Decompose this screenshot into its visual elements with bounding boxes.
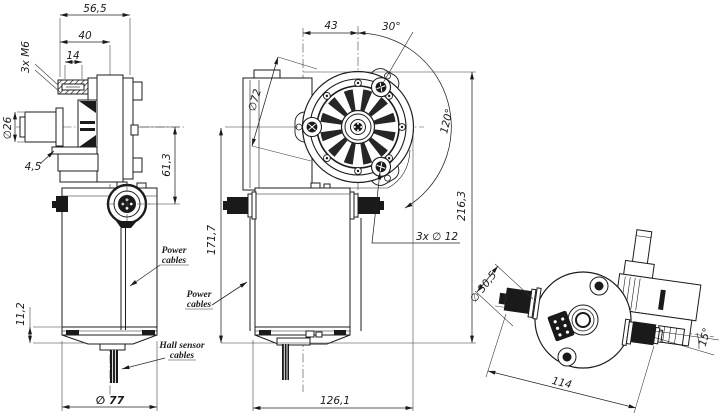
dim-axis-offset: 61,3: [161, 153, 173, 176]
brush-cap-bottom-right: [621, 318, 664, 347]
note-labels: Power cables Power cables Hall sensor ca…: [121, 246, 248, 370]
note-power-cables-side: Power cables: [129, 246, 189, 287]
note-text: Hall sensor: [158, 341, 204, 351]
brush-cap-right: [349, 191, 384, 220]
dim-plate-thickness: 4,5: [25, 161, 42, 173]
dim-overall-width-front: 126,1: [320, 395, 350, 407]
dim-overall-length: 114: [551, 375, 573, 391]
brush-cap-left: [223, 191, 257, 220]
note-text: cables: [162, 256, 187, 266]
front-view: [223, 26, 424, 392]
brush-cap-side: [56, 196, 68, 212]
dim-stud-length: 14: [66, 50, 79, 62]
hall-connector: [547, 310, 575, 342]
note-text: cables: [187, 300, 212, 310]
hall-cable-side: [110, 350, 118, 383]
dim-mounting-studs: 3x M6: [20, 41, 32, 73]
dim-flange-height: 11,2: [15, 302, 27, 326]
note-hall-sensor-cables: Hall sensor cables: [121, 341, 205, 370]
dim-cap-diameter: ∅ 30,5: [468, 269, 500, 305]
dim-tilt-angle: 15°: [697, 327, 714, 348]
dim-axis-distance: 43: [324, 20, 337, 32]
side-view: [16, 74, 186, 396]
power-cable-side: [120, 228, 126, 330]
dim-top-angle: 30°: [382, 21, 401, 33]
motor-body-front: [254, 187, 351, 336]
side-view-dimensions: 56,5 40 14 3x M6 ∅26 4,5 61,3 11,2 ∅ 77: [2, 3, 180, 411]
gearbox-cover: [294, 64, 415, 190]
note-text: cables: [170, 351, 195, 361]
dim-gearbox-width: 40: [78, 30, 92, 42]
note-power-cables-front: Power cables: [185, 281, 248, 310]
dim-shaft-diameter: ∅26: [2, 116, 14, 139]
dim-overall-width-side: 56,5: [83, 3, 107, 15]
note-text: Power: [162, 246, 187, 256]
hall-cable-front: [282, 344, 289, 380]
mounting-bolt: [301, 116, 323, 138]
dim-body-height: 171,7: [206, 225, 218, 255]
output-shaft: [24, 111, 57, 143]
dim-mounting-holes: 3x ∅ 12: [416, 231, 458, 243]
brush-cap-bottom-left: [498, 287, 542, 320]
note-text: Power: [187, 290, 212, 300]
dim-body-diameter: ∅ 77: [96, 394, 125, 407]
dim-overall-height: 216,3: [456, 191, 468, 221]
dim-bolt-spacing-angle: 120°: [438, 108, 456, 135]
bottom-view: [494, 229, 715, 369]
